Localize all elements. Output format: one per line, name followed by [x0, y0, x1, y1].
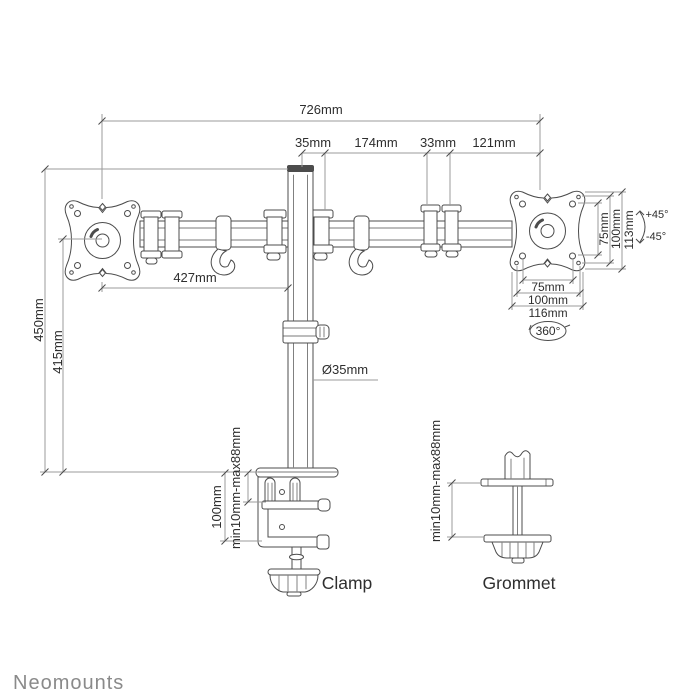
dim-label-pole-to-arm: 35mm	[295, 135, 331, 150]
dim-label-arm-segment: 174mm	[354, 135, 397, 150]
clamp-dimension-lines	[220, 473, 266, 542]
dim-label-pole-diameter: Ø35mm	[322, 362, 368, 377]
left-arm-joint	[140, 210, 183, 265]
dim-label-vesa-horizontal-75: 75mm	[531, 280, 564, 294]
top-dimension-lines	[101, 114, 541, 210]
pivot-slot	[89, 228, 99, 238]
dim-label-pole-height: 450mm	[31, 298, 46, 341]
cable-clip-left	[210, 215, 236, 276]
dimension-ticks	[41, 117, 626, 545]
label-clamp-option: Clamp	[322, 573, 373, 593]
dim-label-clamp-desk-range: min10mm-max88mm	[228, 427, 243, 549]
cable-clip-right	[348, 215, 374, 276]
elbow-joint	[420, 204, 462, 258]
dim-label-elbow-joint: 33mm	[420, 135, 456, 150]
dim-label-outer-arm: 121mm	[472, 135, 515, 150]
dim-label-plate-height-113: 113mm	[622, 210, 636, 249]
dim-label-clamp-height: 100mm	[209, 485, 224, 528]
brand-logo: Neomounts	[13, 672, 124, 694]
left-height-dimensions	[40, 168, 288, 473]
label-grommet-option: Grommet	[483, 573, 556, 593]
right-vesa-plate	[509, 190, 586, 272]
clamp-assembly	[255, 467, 339, 597]
right-plate-vertical-dimensions	[578, 191, 626, 270]
label-swivel: 360°	[536, 324, 561, 338]
mounting-pole	[282, 165, 330, 471]
tilt-range-indicator	[635, 210, 646, 244]
dim-label-vesa-center-height: 415mm	[50, 330, 65, 373]
swivel-indicator	[528, 321, 571, 341]
dim-label-grommet-desk-range: min10mm-max88mm	[428, 420, 443, 542]
pivot-slot	[534, 218, 544, 229]
collar-knob	[315, 324, 330, 340]
arm-reach-dimension	[101, 282, 288, 292]
right-plate-horizontal-dimensions	[511, 259, 584, 310]
dim-label-vesa-vertical-75: 75mm	[597, 212, 611, 245]
plate-keyholes	[543, 193, 552, 268]
label-tilt-down: -45°	[646, 231, 666, 243]
dim-label-arm-reach: 427mm	[173, 270, 216, 285]
dim-label-total-width: 726mm	[299, 102, 342, 117]
left-vesa-plate	[64, 200, 141, 281]
dim-label-vesa-horizontal-100: 100mm	[528, 293, 568, 307]
dim-label-plate-width-116: 116mm	[528, 306, 567, 320]
plate-keyholes	[98, 202, 107, 278]
label-tilt-up: +45°	[645, 209, 668, 221]
grommet-assembly	[480, 450, 554, 564]
center-pole-bracket	[263, 209, 334, 261]
clamp-knob	[267, 568, 321, 576]
pole-collar	[282, 320, 319, 344]
grommet-dimension-lines	[447, 482, 484, 538]
dim-label-vesa-vertical-100: 100mm	[609, 209, 623, 249]
